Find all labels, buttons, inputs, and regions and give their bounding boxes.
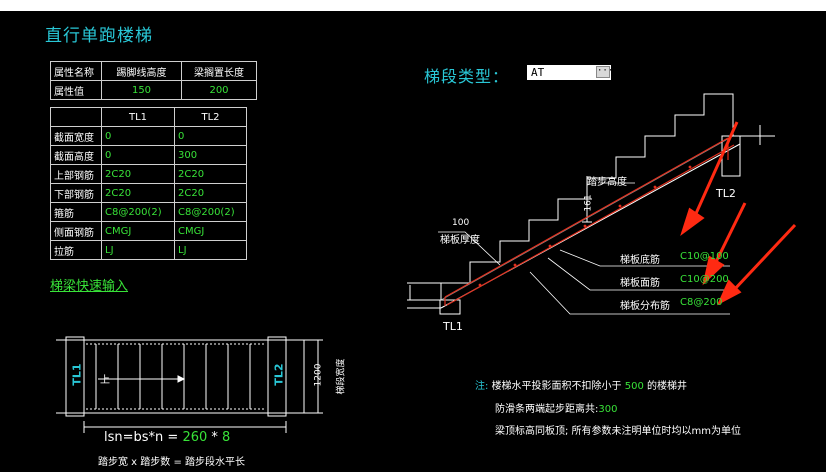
window-title: 直行单跑楼梯 (45, 26, 153, 46)
red-arrows (680, 121, 797, 306)
step-height-dim: 161 (583, 194, 594, 212)
leader-lines (438, 182, 730, 315)
note-prefix: 注: (475, 381, 489, 392)
stair-section (407, 93, 775, 315)
section-tl2-label: TL2 (716, 187, 736, 200)
stair-type-value: AT (531, 66, 545, 79)
bottom-bar-label: 梯板底筋 (620, 255, 660, 266)
dist-bar-dots (478, 165, 692, 287)
plan-caption: 踏步宽 x 踏步数 = 踏步段水平长 (98, 457, 246, 468)
note-1-suffix: 的楼梯井 (647, 381, 688, 392)
props-table: 属性名称 踢脚线高度 梁搁置长度 属性值 150 200 (50, 61, 257, 100)
plan-width-label: 梯段宽度 (336, 358, 347, 395)
plan-up-label: 上 (100, 375, 110, 386)
stairwell-threshold-field[interactable]: 500 (624, 381, 644, 392)
plan-tl1-label: TL1 (70, 363, 84, 386)
slab-thickness-label: 梯板厚度 (440, 235, 480, 246)
section-tl1-label: TL1 (443, 320, 463, 333)
plan-width-dim: 1200 (313, 363, 324, 387)
step-width-field[interactable]: 260 (182, 430, 208, 445)
note-2-text: 防滑条两端起步距离共: (495, 404, 599, 415)
formula-times: * (207, 430, 223, 445)
dist-bar-value[interactable]: C8@200 (680, 297, 723, 308)
stair-type-select[interactable]: AT ··· (527, 65, 614, 80)
slab-thickness-dim: 100 (452, 218, 470, 228)
formula-prefix: lsn=bs*n = (104, 430, 183, 445)
beam-table: TL1 TL2 截面宽度 0 0 截面高度 0 300 上部钢筋 2C20 2C… (50, 107, 247, 260)
bottom-bar-value[interactable]: C10@100 (680, 251, 729, 262)
stair-type-label: 梯段类型： (424, 67, 510, 86)
top-bar-label: 梯板面筋 (620, 278, 660, 289)
note-1-text: 楼梯水平投影面积不扣除小于 (491, 381, 622, 392)
plan-view (56, 336, 323, 433)
window-top-bar (0, 0, 826, 11)
top-bar-value[interactable]: C10@200 (680, 274, 729, 285)
plan-formula: lsn=bs*n = 260 * 8 (104, 430, 230, 445)
antislip-distance-field[interactable]: 300 (598, 404, 618, 415)
beam-cell-tl2[interactable]: LJ (174, 240, 247, 260)
quick-input-link[interactable]: 梯梁快速输入 (50, 279, 129, 294)
beam-header-tl2: TL2 (174, 107, 247, 127)
note-2: 防滑条两端起步距离共:300 (495, 400, 617, 415)
note-1: 注: 楼梯水平投影面积不扣除小于 500 的楼梯井 (475, 377, 687, 392)
note-3: 梁顶标高同板顶; 所有参数未注明单位时均以mm为单位 (495, 426, 742, 437)
step-height-label: 踏步高度 (587, 177, 627, 188)
seat-length-field[interactable]: 200 (181, 80, 257, 100)
dist-bar-label: 梯板分布筋 (620, 301, 670, 312)
step-count-field[interactable]: 8 (222, 430, 231, 445)
plan-tl2-label: TL2 (272, 363, 286, 386)
kick-height-field[interactable]: 150 (101, 80, 182, 100)
stair-type-browse-button[interactable]: ··· (596, 66, 614, 78)
